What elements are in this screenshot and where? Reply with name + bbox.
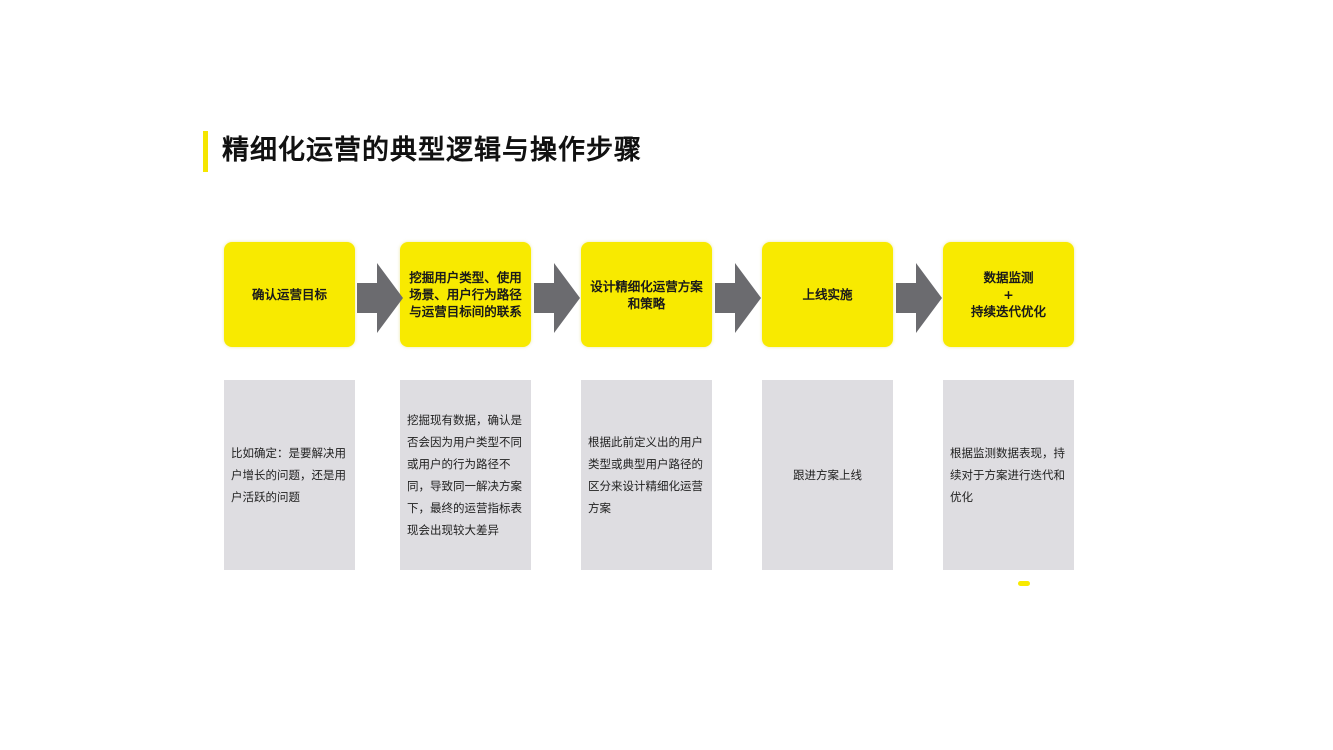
description-text: 跟进方案上线: [793, 468, 862, 482]
step-label: 上线实施: [802, 287, 853, 302]
step-description-5: 根据监测数据表现，持续对于方案进行迭代和优化: [943, 380, 1074, 570]
step-label: 设计精细化运营方案和策略: [590, 278, 703, 311]
description-text: 挖掘现有数据，确认是否会因为用户类型不同或用户的行为路径不同，导致同一解决方案下…: [407, 413, 522, 537]
description-text: 根据监测数据表现，持续对于方案进行迭代和优化: [950, 446, 1065, 504]
title-accent-bar: [203, 131, 208, 172]
decorative-dot: [1018, 581, 1030, 586]
step-box-4: 上线实施: [762, 242, 893, 347]
arrow-right-icon: [896, 263, 942, 333]
step-description-4: 跟进方案上线: [762, 380, 893, 570]
step-box-3: 设计精细化运营方案和策略: [581, 242, 712, 347]
step-description-2: 挖掘现有数据，确认是否会因为用户类型不同或用户的行为路径不同，导致同一解决方案下…: [400, 380, 531, 570]
step-description-1: 比如确定：是要解决用户增长的问题，还是用户活跃的问题: [224, 380, 355, 570]
page-title: 精细化运营的典型逻辑与操作步骤: [222, 135, 642, 166]
description-text: 比如确定：是要解决用户增长的问题，还是用户活跃的问题: [231, 446, 346, 504]
step-box-1: 确认运营目标: [224, 242, 355, 347]
step-label: 挖掘用户类型、使用场景、用户行为路径与运营目标间的联系: [409, 270, 522, 319]
step-label: 数据监测 + 持续迭代优化: [970, 270, 1046, 319]
arrow-right-icon: [357, 263, 403, 333]
step-box-2: 挖掘用户类型、使用场景、用户行为路径与运营目标间的联系: [400, 242, 531, 347]
step-box-5: 数据监测 + 持续迭代优化: [943, 242, 1074, 347]
arrow-right-icon: [715, 263, 761, 333]
step-description-3: 根据此前定义出的用户类型或典型用户路径的区分来设计精细化运营方案: [581, 380, 712, 570]
description-text: 根据此前定义出的用户类型或典型用户路径的区分来设计精细化运营方案: [588, 435, 703, 515]
step-label: 确认运营目标: [251, 287, 327, 302]
arrow-right-icon: [534, 263, 580, 333]
